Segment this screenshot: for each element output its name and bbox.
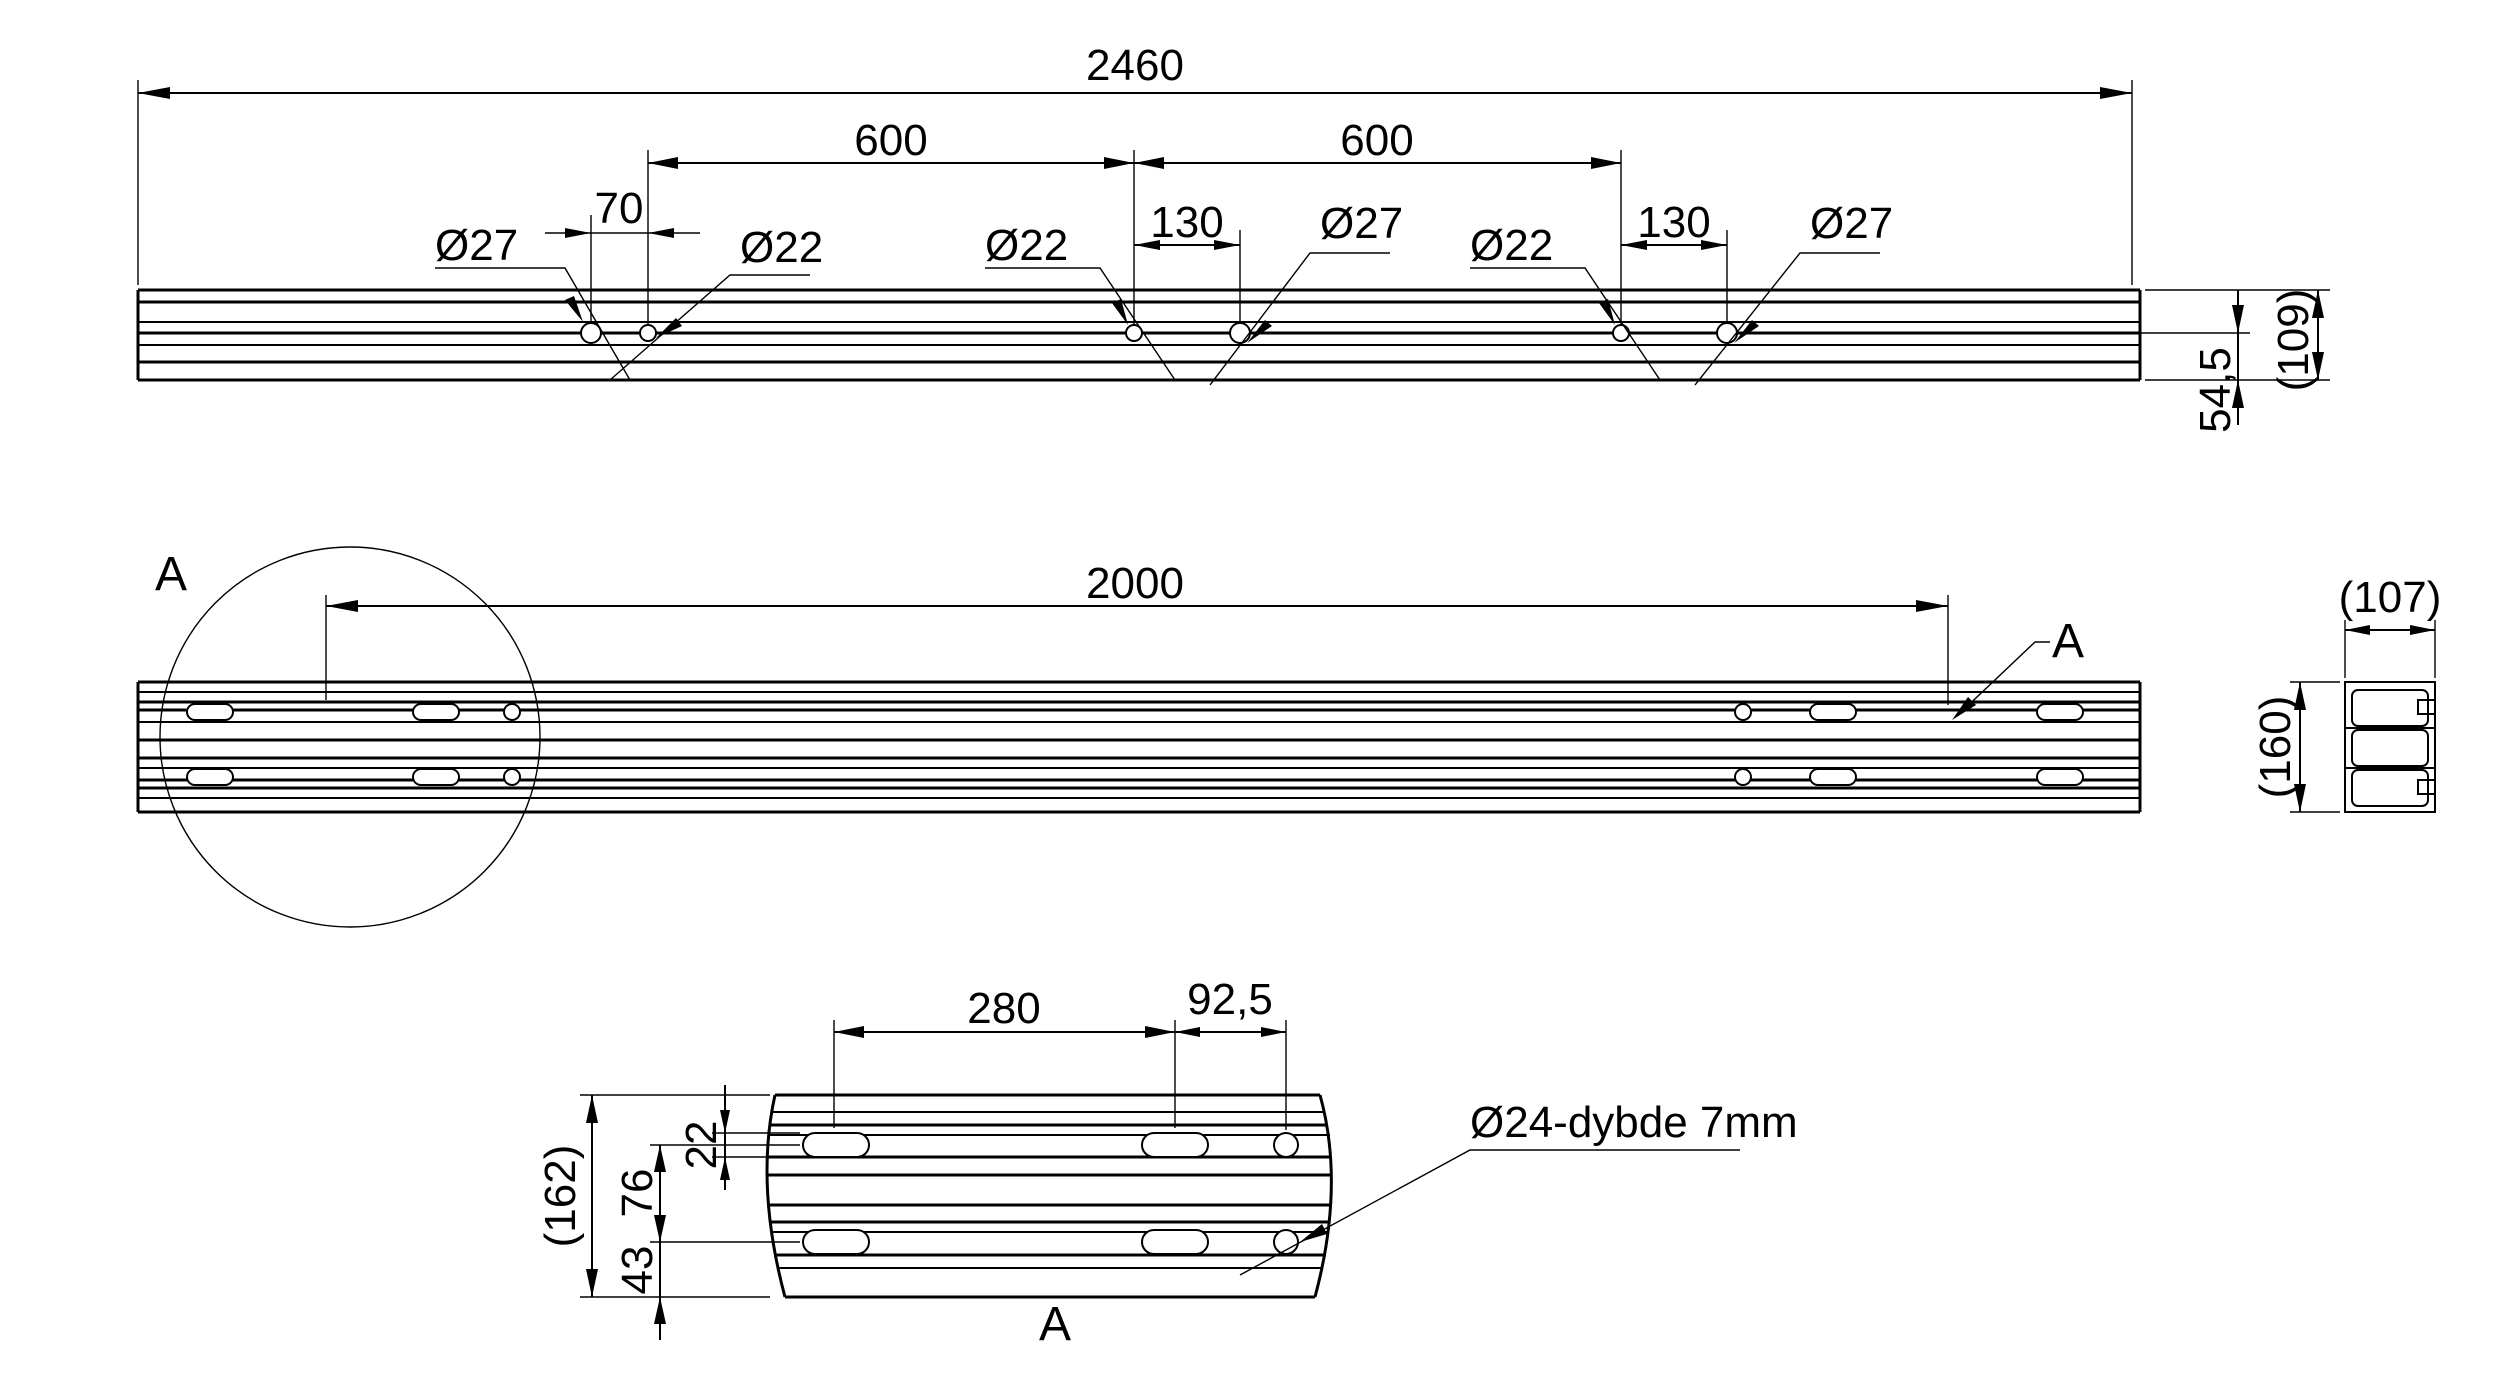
dim-107: (107)	[2339, 573, 2442, 678]
dim-43: 43	[613, 1242, 666, 1340]
dim-92-5: 92,5	[1175, 975, 1287, 1130]
dim-92-5-text: 92,5	[1187, 975, 1273, 1024]
detail-a-pointer-text: A	[2052, 615, 2084, 668]
dim-600-a: 600	[647, 116, 1135, 325]
leader-dia-22-b: Ø22	[985, 221, 1176, 381]
dia-27-c-text: Ø27	[1810, 199, 1893, 248]
leader-bore-note: Ø24-dybde 7mm	[1239, 1098, 1798, 1276]
dim-22: 22	[677, 1085, 800, 1190]
leader-dia-27-b: Ø27	[1209, 199, 1403, 386]
detail-a-slots	[802, 1132, 1299, 1255]
dim-70: 70	[545, 184, 700, 323]
hole-27-b	[1229, 322, 1251, 344]
hole-22-a	[639, 324, 657, 342]
front-view-slots	[186, 703, 2084, 786]
dim-109: (109)	[2250, 289, 2330, 392]
detail-a-pointer: A	[1952, 615, 2084, 720]
section-view: (107) (160)	[2251, 573, 2442, 813]
dia-27-a-text: Ø27	[435, 221, 518, 270]
detail-a-view: 280 92,5 (162) 76	[536, 975, 1798, 1351]
dim-130-a-text: 130	[1150, 198, 1223, 247]
detail-a-circle-label: A	[155, 548, 187, 601]
dia-27-b-text: Ø27	[1320, 199, 1403, 248]
hole-22-c	[1612, 324, 1630, 342]
dim-43-text: 43	[613, 1246, 662, 1295]
dia-22-c-text: Ø22	[1470, 221, 1553, 270]
dim-54-5-text: 54,5	[2191, 347, 2240, 433]
top-view-profile	[136, 288, 2142, 382]
dim-54-5: 54,5	[1740, 289, 2250, 433]
dim-162-text: (162)	[536, 1145, 585, 1248]
dim-130-b: 130	[1621, 198, 1728, 323]
leader-dia-22-a: Ø22	[609, 223, 823, 381]
dim-600-b: 600	[1134, 116, 1622, 325]
dim-280-text: 280	[967, 984, 1040, 1033]
dim-76-text: 76	[613, 1169, 662, 1218]
leader-dia-27-c: Ø27	[1694, 199, 1893, 386]
dim-2000-text: 2000	[1086, 559, 1184, 608]
dim-130-b-text: 130	[1637, 198, 1710, 247]
dim-162: (162)	[536, 1094, 770, 1298]
dim-280: 280	[833, 984, 1176, 1128]
dim-130-a: 130	[1134, 198, 1241, 323]
dia-22-a-text: Ø22	[740, 223, 823, 272]
dim-22-text: 22	[677, 1121, 726, 1170]
dim-109-text: (109)	[2269, 289, 2318, 392]
leader-dia-22-c: Ø22	[1470, 221, 1661, 381]
bore-note-text: Ø24-dybde 7mm	[1470, 1098, 1798, 1147]
dia-22-b-text: Ø22	[985, 221, 1068, 270]
front-view: A 2000 A	[136, 546, 2142, 928]
dim-600-a-text: 600	[854, 116, 927, 165]
dim-70-text: 70	[595, 184, 644, 233]
detail-a-circle	[159, 546, 541, 928]
detail-a-profile	[765, 1093, 1333, 1299]
dim-76: 76	[613, 1144, 800, 1243]
dim-600-b-text: 600	[1340, 116, 1413, 165]
dim-2460-text: 2460	[1086, 41, 1184, 90]
dim-160: (160)	[2251, 681, 2340, 813]
dim-2000: 2000	[325, 559, 1949, 705]
hole-27-c	[1716, 322, 1738, 344]
leader-dia-27-a: Ø27	[435, 221, 631, 381]
dim-2460: 2460	[137, 41, 2133, 285]
detail-a-label: A	[1039, 1298, 1071, 1351]
dim-107-text: (107)	[2339, 573, 2442, 622]
dim-160-text: (160)	[2251, 696, 2300, 799]
top-view: 2460 600 600 70	[136, 41, 2330, 433]
section-profile	[2344, 681, 2436, 813]
front-view-profile	[136, 680, 2142, 814]
